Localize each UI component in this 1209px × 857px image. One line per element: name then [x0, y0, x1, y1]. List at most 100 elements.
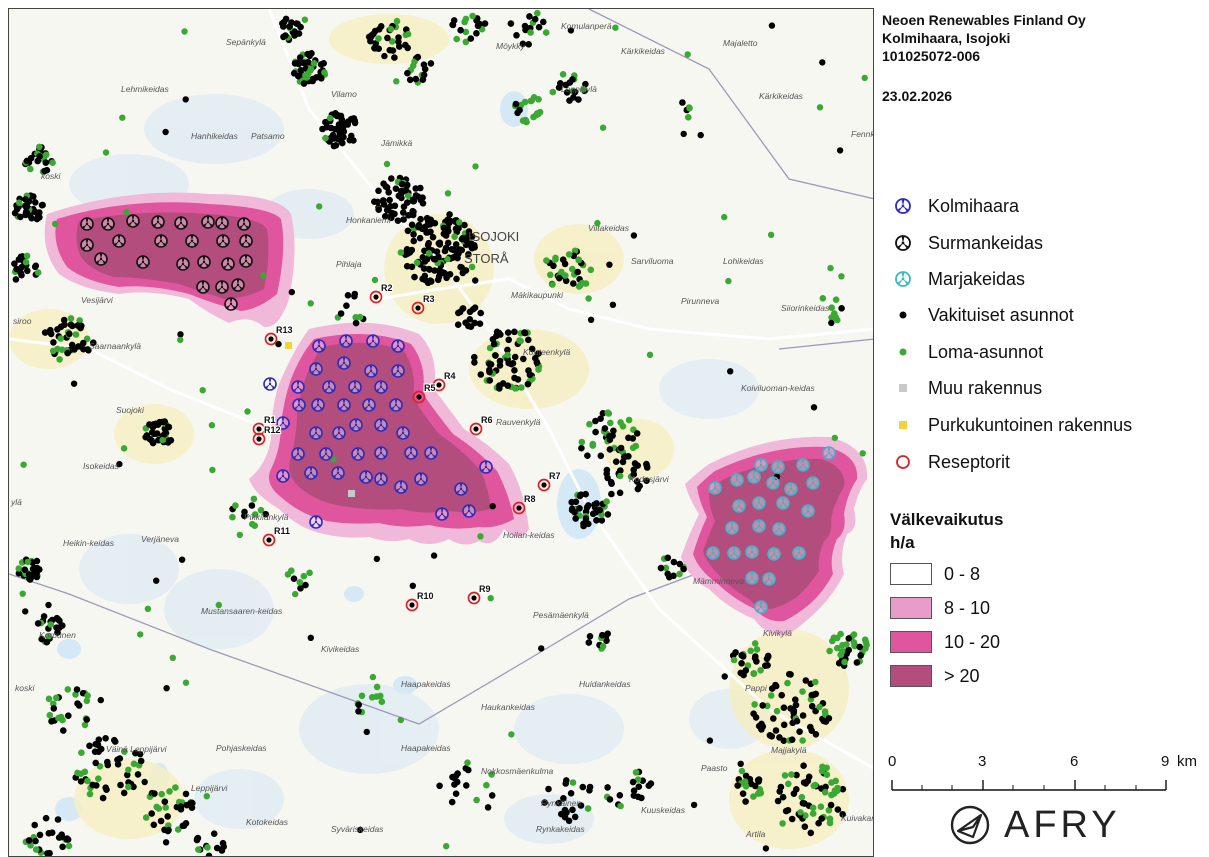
receptor-marker[interactable] — [467, 591, 481, 605]
turbine-kolmihaara — [349, 418, 363, 432]
permanent-home-marker — [496, 357, 504, 365]
turbine-surmankeidas — [239, 254, 253, 268]
permanent-home-marker — [604, 474, 611, 482]
permanent-home-marker — [793, 771, 800, 779]
permanent-home-marker — [90, 339, 97, 347]
permanent-home-marker — [619, 458, 627, 466]
receptor-marker[interactable] — [369, 290, 383, 304]
permanent-home-marker — [428, 278, 435, 285]
permanent-home-marker — [750, 710, 757, 717]
place-label: Kotokeidas — [246, 817, 289, 827]
holiday-home-marker — [859, 450, 866, 457]
receptor-marker[interactable] — [412, 390, 426, 404]
permanent-home-marker — [664, 554, 672, 562]
permanent-home-marker — [384, 34, 391, 42]
permanent-home-marker — [571, 813, 579, 821]
permanent-home-marker — [643, 477, 650, 485]
holiday-home-marker — [199, 387, 206, 394]
holiday-home-marker — [823, 771, 831, 778]
holiday-home-marker — [387, 25, 395, 33]
turbine-kolmihaara — [374, 380, 388, 394]
permanent-home-marker — [567, 790, 575, 797]
turbine-kolmihaara — [374, 472, 388, 486]
place-label: Pikkilänkylä — [244, 512, 289, 522]
permanent-home-marker — [556, 274, 563, 282]
permanent-home-marker — [457, 26, 464, 34]
permanent-home-marker — [282, 32, 289, 39]
receptor-marker[interactable] — [252, 432, 266, 446]
place-label: ISOJOKI — [468, 229, 519, 244]
permanent-home-marker — [54, 816, 62, 823]
receptor-marker[interactable] — [264, 332, 278, 346]
holiday-home-marker — [443, 843, 450, 850]
turbine-marjakeidas — [754, 458, 768, 472]
receptor-marker[interactable] — [252, 422, 266, 436]
permanent-home-marker — [141, 778, 148, 786]
permanent-home-marker — [291, 32, 298, 39]
place-label: Väinä Leppijärvi — [106, 744, 168, 754]
permanent-home-marker — [392, 185, 400, 192]
holiday-home-marker — [632, 769, 640, 776]
holiday-home-marker — [530, 113, 537, 121]
turbine-marjakeidas — [776, 496, 790, 510]
holiday-home-marker — [84, 777, 91, 785]
receptor-marker[interactable] — [262, 533, 276, 547]
permanent-home-marker — [13, 205, 21, 213]
receptor-marker[interactable] — [432, 378, 446, 392]
holiday-home-marker — [306, 569, 313, 577]
receptor-marker[interactable] — [537, 478, 551, 492]
permanent-home-marker — [793, 786, 800, 793]
holiday-home-marker — [578, 438, 586, 446]
permanent-home-marker — [149, 439, 157, 447]
permanent-home-marker — [827, 801, 835, 809]
holiday-home-marker — [797, 809, 804, 816]
permanent-home-marker — [448, 798, 456, 806]
holiday-home-marker — [811, 781, 819, 789]
holiday-home-marker — [425, 250, 433, 257]
receptor-marker[interactable] — [512, 501, 526, 515]
permanent-home-marker — [505, 336, 512, 344]
permanent-home-marker — [431, 267, 438, 274]
place-label: Pesämäenkylä — [533, 610, 589, 620]
holiday-home-marker — [74, 769, 81, 777]
place-label: Kivikeidas — [321, 644, 360, 654]
permanent-home-marker — [409, 582, 416, 589]
permanent-home-marker — [151, 421, 159, 429]
place-label: Kärkikeidas — [621, 46, 666, 56]
place-label: Möykky — [496, 41, 526, 51]
turbine-marjakeidas — [745, 571, 759, 585]
permanent-home-marker — [382, 183, 390, 190]
holiday-home-marker — [586, 420, 593, 428]
receptor-marker[interactable] — [405, 598, 419, 612]
holiday-home-marker — [750, 670, 758, 677]
turbine-kolmihaara — [351, 447, 365, 461]
permanent-home-marker — [593, 500, 600, 507]
permanent-home-marker — [774, 797, 782, 805]
permanent-home-marker — [436, 782, 443, 790]
place-label: Heikin-keidas — [63, 538, 115, 548]
permanent-home-marker — [812, 731, 820, 738]
holiday-home-marker — [646, 351, 654, 358]
permanent-home-marker — [416, 234, 424, 242]
turbine-kolmihaara — [304, 466, 318, 480]
receptor-marker[interactable] — [411, 301, 425, 315]
holiday-home-marker — [834, 784, 841, 792]
permanent-home-marker — [630, 787, 638, 794]
receptor-marker[interactable] — [469, 422, 483, 436]
permanent-home-marker — [507, 20, 515, 27]
permanent-home-marker — [629, 778, 637, 786]
holiday-home-marker — [83, 335, 91, 343]
holiday-home-marker — [685, 114, 692, 121]
turbine-surmankeidas — [201, 215, 215, 229]
permanent-home-marker — [341, 120, 349, 128]
holiday-home-marker — [799, 737, 806, 744]
permanent-home-marker — [193, 836, 201, 844]
permanent-home-marker — [802, 780, 810, 787]
place-label: Pirunneva — [681, 296, 720, 306]
place-label: Fennkini — [851, 129, 874, 139]
permanent-home-marker — [664, 570, 671, 578]
permanent-home-marker — [451, 781, 458, 788]
permanent-home-marker — [603, 637, 610, 644]
